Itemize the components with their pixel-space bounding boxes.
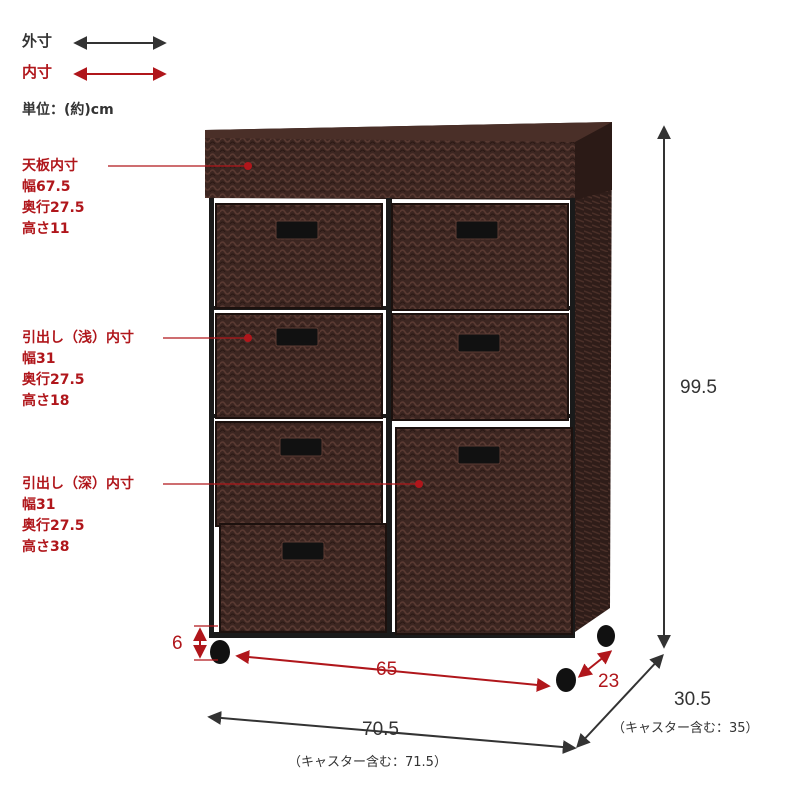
caster-wheel [597,625,615,647]
outer-width-caster-note: （キャスター含む：71.5） [288,755,447,770]
label-shallow-width: 幅31 [22,351,56,367]
outer-width-arrow [207,710,577,755]
label-deep-depth: 奥行27.5 [22,518,85,534]
dimension-total-height: 99.5 [680,377,717,398]
callout-dot-shallow [244,334,252,342]
label-deep-title: 引出し（深）内寸 [22,476,134,492]
label-top-height: 高さ11 [22,221,70,237]
outer-depth-caster-note: （キャスター含む：35） [612,721,759,736]
drawer-handle [281,541,325,561]
caster-wheel [210,640,230,664]
dimension-inner-depth: 23 [598,671,620,692]
label-shallow-title: 引出し（浅）内寸 [22,330,134,346]
label-top-title: 天板内寸 [22,158,78,174]
dimension-caster-height: 6 [172,633,183,654]
drawer-handle [457,333,501,353]
label-deep-width: 幅31 [22,497,56,513]
drawer-shallow-left-1 [215,203,383,309]
callout-dot-top [244,162,252,170]
label-top-tray: 天板内寸 幅67.5 奥行27.5 高さ11 [22,156,85,240]
drawer-handle [455,220,499,240]
label-deep-height: 高さ38 [22,539,70,555]
outer-depth-arrow [576,653,664,749]
drawer-shallow-right-1 [391,203,569,311]
cabinet-illustration [205,122,615,692]
label-shallow-depth: 奥行27.5 [22,372,85,388]
drawer-handle [275,327,319,347]
callout-dot-deep [415,480,423,488]
dimension-inner-width: 65 [376,659,398,680]
drawer-shallow-left-4 [219,523,387,633]
label-top-width: 幅67.5 [22,179,71,195]
label-shallow-height: 高さ18 [22,393,70,409]
label-shallow-drawer: 引出し（浅）内寸 幅31 奥行27.5 高さ18 [22,328,134,412]
caster-wheel [556,668,576,692]
drawer-handle [279,437,323,457]
label-deep-drawer: 引出し（深）内寸 幅31 奥行27.5 高さ38 [22,474,134,558]
legend-inner-label: 内寸 [22,63,53,81]
drawer-shallow-right-2 [391,313,569,421]
inner-width-arrow [235,650,551,692]
drawer-handle [275,220,319,240]
dimension-outer-depth: 30.5 [674,689,711,710]
drawer-handle [457,445,501,465]
label-top-depth: 奥行27.5 [22,200,85,216]
legend-outer-label: 外寸 [22,32,53,50]
unit-label: 単位：(約)cm [22,102,114,118]
dimension-outer-width: 70.5 [362,719,399,740]
drawer-shallow-left-2 [215,313,383,419]
